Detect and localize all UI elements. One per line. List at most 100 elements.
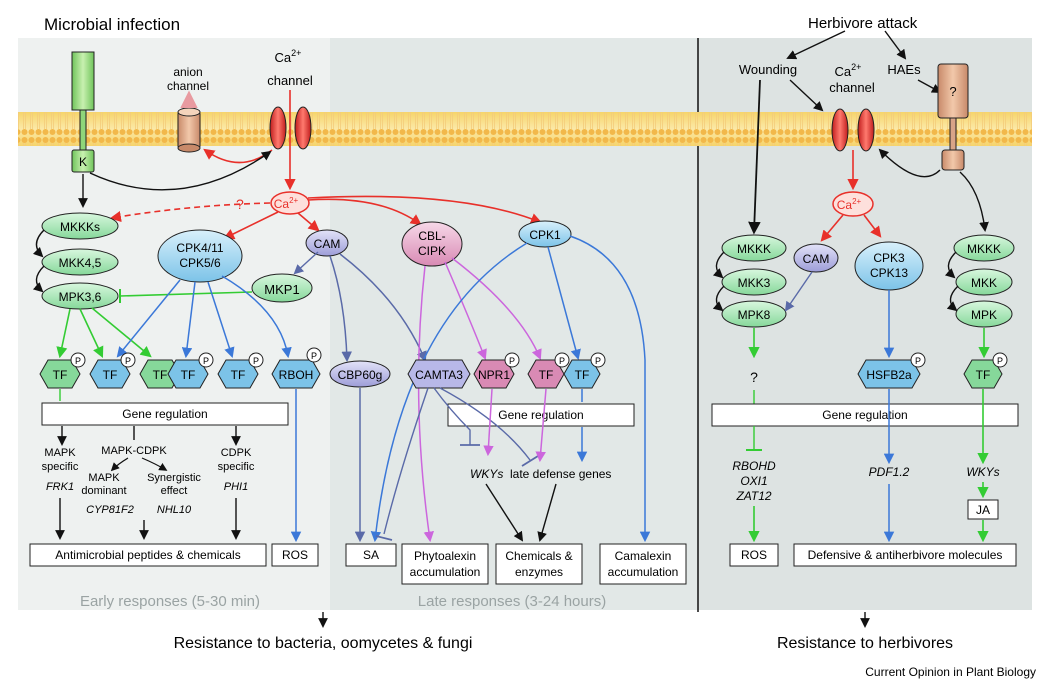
cam-node-left: CAM: [305, 229, 349, 257]
cdpk-label: CDPK: [221, 447, 252, 459]
svg-text:MKK: MKK: [971, 276, 997, 290]
ros-box-right: [729, 543, 779, 567]
zat12-gene: ZAT12: [735, 489, 771, 503]
svg-text:CPK3: CPK3: [873, 251, 905, 265]
mkk-node-right: MKK: [955, 268, 1013, 296]
svg-text:P: P: [915, 356, 921, 366]
nhl10-gene: NHL10: [157, 504, 192, 516]
svg-text:MKK3: MKK3: [738, 276, 771, 290]
mapk-cdpk-label: MAPK-CDPK: [101, 445, 167, 457]
chemicals-label: Chemicals &: [505, 549, 572, 563]
svg-text:RBOH: RBOH: [279, 368, 314, 382]
cam-to-mkp1-arrow: [293, 251, 319, 275]
svg-text:CBL-: CBL-: [418, 229, 445, 243]
mkkk-node-right-2: MKKK: [953, 234, 1015, 262]
svg-text:P: P: [125, 356, 131, 366]
resistance-microbe-label: Resistance to bacteria, oomycetes & fung…: [174, 635, 473, 652]
receptor-to-mkkk-right: [959, 171, 989, 232]
ca-to-cpk1-arrow: [307, 195, 543, 224]
camalexin-accumulation-label: accumulation: [608, 565, 679, 579]
svg-text:?: ?: [949, 84, 956, 99]
svg-text:P: P: [509, 356, 515, 366]
svg-text:HSFB2a: HSFB2a: [866, 368, 912, 382]
synergistic-label: Synergistic: [147, 472, 201, 484]
anion-channel-label: channel: [167, 79, 209, 93]
oxi1-gene: OXI1: [740, 474, 767, 488]
gene-regulation-early-label: Gene regulation: [122, 407, 207, 421]
svg-text:P: P: [595, 356, 601, 366]
kinase-domain-label: K: [79, 155, 87, 169]
hsfb2a-hex: HSFB2a P: [857, 352, 926, 389]
svg-text:TF: TF: [181, 368, 196, 382]
svg-text:Ca2+: Ca2+: [837, 197, 862, 212]
cbp60g-node: CBP60g: [329, 360, 391, 388]
svg-text:P: P: [311, 351, 317, 361]
haes-to-receptor: [917, 79, 942, 93]
mkp1-node: MKP1: [251, 273, 313, 303]
wkys-gene: WKYs: [470, 467, 503, 481]
antimicrobial-label: Antimicrobial peptides & chemicals: [55, 548, 240, 562]
tf-hex-blue-late: TF P: [563, 352, 606, 389]
chemicals-box: [495, 543, 583, 585]
cascade-arrow-2: [32, 265, 45, 293]
mpk-node-right: MPK: [955, 300, 1013, 328]
ca-to-cam-arrow: [297, 212, 320, 232]
svg-text:TF: TF: [539, 368, 554, 382]
late-responses-label: Late responses (3-24 hours): [418, 593, 606, 610]
late-defense-genes: late defense genes: [510, 467, 611, 481]
tf-hex-2: TF P: [89, 352, 136, 389]
receptor-to-channel-right: [878, 148, 941, 178]
svg-text:TF: TF: [231, 368, 246, 382]
sa-box: [345, 543, 397, 567]
rboh-hex: RBOH P: [271, 347, 322, 389]
npr1-hex: NPR1 P: [473, 352, 520, 389]
calcium-channel-left: Ca2+ channel: [267, 48, 313, 191]
early-responses-label: Early responses (5-30 min): [80, 593, 260, 610]
cpk4-11-cpk5-6-node: CPK4/11 CPK5/6: [157, 229, 243, 283]
defensive-label: Defensive & antiherbivore molecules: [808, 548, 1003, 562]
mpk8-node: MPK8: [721, 300, 787, 328]
effect-label: effect: [161, 485, 188, 497]
defensive-box: [793, 543, 1017, 567]
ca-to-cbl-arrow: [307, 198, 422, 226]
camta3-hex: CAMTA3: [407, 359, 471, 389]
rbohd-gene: RBOHD: [732, 459, 776, 473]
mapk-specific-label: specific: [42, 461, 79, 473]
svg-text:TF: TF: [575, 368, 590, 382]
wkys-gene-right: WKYs: [966, 465, 999, 479]
gene-regulation-herbivore-label: Gene regulation: [822, 408, 907, 422]
svg-text:CAM: CAM: [803, 252, 830, 266]
mkkk-node-right-1: MKKK: [721, 234, 787, 262]
cyp81f2-gene: CYP81F2: [86, 504, 134, 516]
svg-text:MPK: MPK: [971, 308, 997, 322]
tf-hex-pink: TF P: [527, 352, 570, 389]
svg-text:Ca2+: Ca2+: [275, 48, 302, 65]
svg-text:MPK8: MPK8: [738, 308, 771, 322]
unknown-tf-mark: ?: [750, 369, 758, 385]
tf-hex-3: TF: [139, 359, 181, 389]
gene-regulation-late-label: Gene regulation: [498, 408, 583, 422]
mkk3-node: MKK3: [721, 268, 787, 296]
phytoalexin-box: [401, 543, 489, 585]
tf-hex-1: TF P: [39, 352, 86, 389]
svg-text:CIPK: CIPK: [418, 244, 446, 258]
cpk3-cpk13-node: CPK3 CPK13: [854, 241, 924, 291]
pattern-receptor: K: [71, 51, 95, 173]
wounding-to-mkkk: [748, 79, 761, 235]
svg-text:P: P: [203, 356, 209, 366]
herbivore-receptor: ?: [937, 63, 969, 171]
phi1-gene: PHI1: [224, 481, 248, 493]
unknown-link-mark: ?: [236, 196, 244, 212]
svg-text:CAMTA3: CAMTA3: [415, 368, 463, 382]
camalexin-box: [599, 543, 687, 585]
svg-text:NPR1: NPR1: [478, 368, 510, 382]
gene-regulation-late-box: [447, 403, 635, 427]
ros-label-right: ROS: [741, 548, 767, 562]
tf-hex-right: TF P: [963, 352, 1008, 389]
svg-text:P: P: [559, 356, 565, 366]
cam-node-right: CAM: [793, 243, 839, 273]
phytoalexin-accumulation-label: accumulation: [410, 565, 481, 579]
mapk-dominant-label-2: dominant: [81, 485, 126, 497]
mpk36-node: MPK3,6: [41, 282, 119, 310]
svg-text:MKP1: MKP1: [264, 282, 299, 297]
